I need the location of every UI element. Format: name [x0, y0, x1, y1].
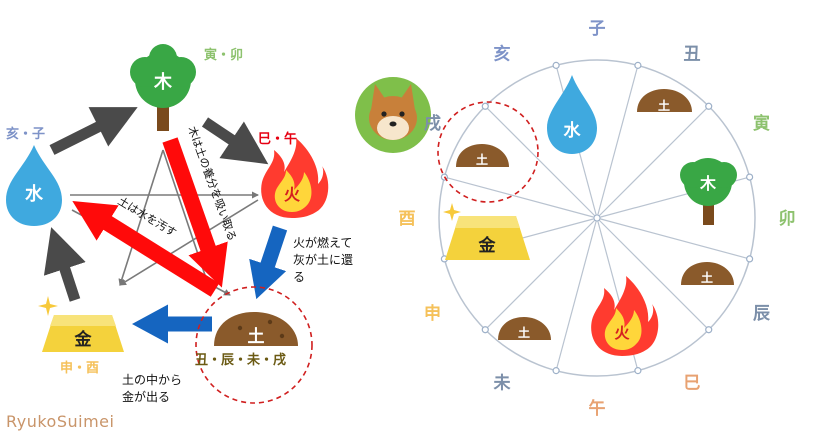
generation-arrows — [43, 107, 269, 302]
annotation-earth-metal-line1: 土の中から — [122, 372, 182, 387]
wheel-water-icon: 水 — [547, 75, 597, 154]
blue-generation-arrows — [132, 225, 288, 344]
water-label: 水 — [25, 183, 44, 205]
wheel-rim-dot — [634, 61, 642, 69]
wheel-center-dot — [593, 214, 601, 222]
earth-soil-icon: 土 — [214, 312, 298, 347]
wheel-spoke — [484, 217, 598, 331]
metal-branches: 申・酉 — [60, 360, 99, 376]
wheel-branch-label: 酉 — [399, 209, 416, 229]
wheel-branch-label: 子 — [589, 19, 606, 39]
wood-branches: 寅・卯 — [204, 47, 243, 63]
wheel-fire-label: 火 — [614, 324, 630, 342]
wheel-spokes — [444, 65, 750, 371]
annotation-fire-earth-line1: 火が燃えて — [293, 235, 352, 250]
wheel-spoke — [484, 105, 598, 219]
wheel-rim-dot — [481, 102, 489, 110]
wheel-wood-icon: 木 — [680, 158, 737, 225]
wheel-branch-label: 亥 — [494, 43, 511, 64]
wheel-water-label: 水 — [564, 120, 582, 141]
pentagon-diagram: 木は土の養分を吸い取る 土は水を汚す 火が燃えて 灰が土に還 る 土の中から 金… — [6, 44, 353, 404]
earth-highlight-ring — [195, 286, 313, 404]
wheel-branch-label: 未 — [493, 373, 511, 394]
wheel-rim-dot — [634, 367, 642, 375]
wheel-spoke — [444, 176, 598, 219]
wheel-spoke — [596, 65, 639, 219]
wheel-metal-icon: 金 — [443, 203, 530, 260]
wheel-earth-icon-xu: 土 — [456, 144, 509, 167]
fire-branches: 巳・午 — [258, 131, 297, 147]
wheel-rim-dot — [552, 367, 560, 375]
fire-icon: 火 — [261, 138, 329, 218]
wheel-earth-icon-wei: 土 — [498, 317, 551, 340]
wheel-branch-label: 辰 — [753, 304, 771, 324]
shiba-dog-avatar — [355, 77, 431, 153]
author-credit: RyukoSuimei — [6, 412, 115, 431]
earth-label: 土 — [248, 326, 265, 347]
wheel-branch-label: 申 — [424, 303, 441, 324]
wheel-rim-dot — [746, 255, 754, 263]
wheel-wood-label: 木 — [699, 174, 717, 193]
red-control-arrows — [72, 137, 228, 297]
wheel-earth-label-chen: 土 — [701, 270, 713, 285]
metal-gold-bar-icon: 金 — [38, 296, 124, 352]
wheel-earth-highlight-ring — [437, 101, 539, 203]
wheel-earth-label-chou: 土 — [658, 98, 670, 113]
earth-branches: 丑・辰・未・戌 — [195, 352, 286, 368]
annotation-fire-earth-line3: る — [293, 270, 305, 284]
wheel-branch-label: 午 — [589, 398, 606, 419]
wheel-spoke — [596, 105, 710, 219]
wheel-rim-dot — [481, 326, 489, 334]
annotation-fire-earth-line2: 灰が土に還 — [293, 252, 353, 267]
wheel-branch-label: 丑 — [684, 44, 701, 64]
wheel-earth-icon-chou: 土 — [637, 89, 692, 113]
fire-label: 火 — [284, 185, 301, 204]
wheel-branch-label: 卯 — [779, 209, 796, 229]
water-drop-icon: 水 — [6, 145, 62, 226]
wheel-metal-label: 金 — [478, 235, 497, 256]
wheel-rim-dot — [705, 102, 713, 110]
wheel-rim-dot — [746, 173, 754, 181]
water-branches: 亥・子 — [6, 126, 45, 142]
metal-label: 金 — [74, 329, 93, 350]
wood-label: 木 — [153, 71, 173, 93]
wheel-branch-label: 戌 — [424, 113, 441, 134]
wheel-branch-label: 巳 — [684, 374, 701, 394]
wheel-branch-label: 寅 — [753, 113, 770, 134]
wheel-fire-icon: 火 — [591, 276, 659, 356]
wheel-earth-label-xu: 土 — [476, 152, 488, 167]
annotation-earth-metal-line2: 金が出る — [122, 389, 170, 404]
wheel-spoke — [596, 217, 750, 260]
wood-tree-icon: 木 — [130, 44, 196, 131]
wheel-earth-label-wei: 土 — [518, 325, 530, 340]
wheel-rim-dot — [552, 61, 560, 69]
wheel-spoke — [555, 217, 598, 371]
wheel-earth-icon-chen: 土 — [681, 262, 734, 285]
wheel-rim-dot — [705, 326, 713, 334]
wheel-spoke — [596, 217, 710, 331]
